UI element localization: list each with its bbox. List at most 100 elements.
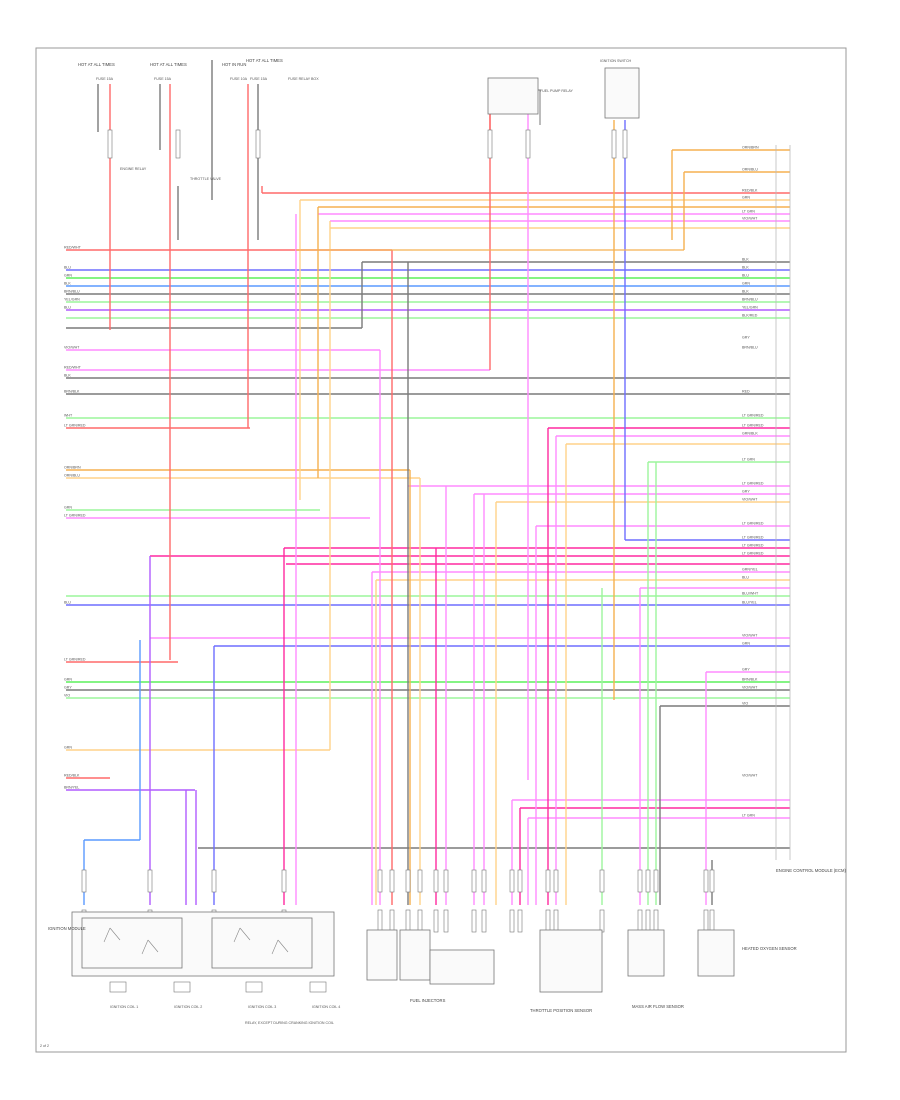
power-label: HOT AT ALL TIMES bbox=[246, 58, 283, 63]
right-wire-label: VIO/WHT bbox=[742, 498, 758, 502]
right-wire-label: RED/BLK bbox=[742, 189, 758, 193]
connector-pin bbox=[653, 869, 659, 893]
right-wire-label: ORN/BLU bbox=[742, 168, 758, 172]
connector-pin bbox=[175, 129, 181, 159]
right-wire-label: LT GRN/RED bbox=[742, 544, 764, 548]
wire-layer bbox=[66, 60, 790, 905]
component-label: IGNITION SWITCH bbox=[600, 59, 632, 63]
right-wire-label: VIO/WHT bbox=[742, 634, 758, 638]
right-wire-label: BLU bbox=[742, 576, 749, 580]
left-wire-label: GRY bbox=[64, 686, 72, 690]
right-wire-label: VIO/WHT bbox=[742, 217, 758, 221]
ignition-coil-connector bbox=[173, 981, 191, 993]
ignition-coil-connector bbox=[245, 981, 263, 993]
connector-pin bbox=[545, 869, 551, 893]
connector-pin bbox=[509, 869, 515, 893]
legend-note: RELAY, EXCEPT DURING CRANKING IGNITION C… bbox=[245, 1021, 334, 1025]
right-wire-label: LT GRN/RED bbox=[742, 482, 764, 486]
fuel-injector-bank bbox=[429, 949, 495, 985]
ignition-switch bbox=[604, 67, 640, 119]
right-wire-label: LT GRN/RED bbox=[742, 522, 764, 526]
connector-pin bbox=[637, 869, 643, 893]
component-layer bbox=[71, 67, 791, 993]
connector-pin bbox=[553, 909, 559, 933]
ignition-coil-connector bbox=[109, 981, 127, 993]
right-wire-label: GRY bbox=[742, 490, 750, 494]
ignition-coil-connector bbox=[309, 981, 327, 993]
right-wire-label: LT GRN/RED bbox=[742, 552, 764, 556]
heated-oxygen-sensor bbox=[697, 929, 735, 977]
connector-pin bbox=[611, 129, 617, 159]
left-wire-label: BLU bbox=[64, 306, 71, 310]
connector-pin bbox=[147, 869, 153, 893]
fuse-label: FUSE 10A bbox=[230, 77, 248, 81]
component-label: THROTTLE VALVE bbox=[190, 177, 222, 181]
connector-pin bbox=[637, 909, 643, 933]
component-label: ENGINE RELAY bbox=[120, 167, 147, 171]
left-wire-label: RED/WHT bbox=[64, 246, 82, 250]
connector-pin bbox=[443, 869, 449, 893]
left-wire-label: BRN/YEL bbox=[64, 786, 79, 790]
right-wire-label: BLU bbox=[742, 274, 749, 278]
left-wire-label: BLU bbox=[64, 601, 71, 605]
connector-pin bbox=[417, 869, 423, 893]
connector-pin bbox=[622, 129, 628, 159]
mass-air-flow-sensor bbox=[627, 929, 665, 977]
left-wire-label: RED/BLK bbox=[64, 774, 80, 778]
right-wire-label: BLK/RED bbox=[742, 314, 758, 318]
right-wire-label: YEL/GRN bbox=[742, 306, 758, 310]
connector-pin bbox=[211, 869, 217, 893]
fuel-pump-relay bbox=[487, 77, 539, 115]
left-wire-label: GRN bbox=[64, 678, 72, 682]
right-wire-label: VIO bbox=[742, 702, 748, 706]
maf-sensor-label: MASS AIR FLOW SENSOR bbox=[632, 1004, 684, 1009]
connector-pin bbox=[389, 909, 395, 933]
ignition-power-transistor-1 bbox=[81, 917, 183, 969]
connector-pin bbox=[599, 869, 605, 893]
transistor-symbol bbox=[233, 927, 251, 943]
power-label: HOT IN RUN bbox=[222, 62, 246, 67]
right-wire-label: BRN/BLK bbox=[742, 678, 758, 682]
right-wire-label: BRN/BLU bbox=[742, 298, 758, 302]
left-wire-label: ORN/BRN bbox=[64, 466, 81, 470]
right-wire-label: LT GRN/RED bbox=[742, 536, 764, 540]
connector-pin bbox=[433, 909, 439, 933]
connector-pin bbox=[517, 909, 523, 933]
throttle-sensor-label: THROTTLE POSITION SENSOR bbox=[530, 1008, 592, 1013]
right-wire-label: RED bbox=[742, 390, 750, 394]
right-wire-label: LT GRN/RED bbox=[742, 424, 764, 428]
power-label: HOT AT ALL TIMES bbox=[150, 62, 187, 67]
connector-pin bbox=[377, 869, 383, 893]
oxygen-sensor-label: HEATED OXYGEN SENSOR bbox=[742, 946, 797, 951]
right-wire-label: BLK bbox=[742, 290, 749, 294]
connector-pin bbox=[645, 869, 651, 893]
fuel-injector-2 bbox=[399, 929, 431, 981]
right-wire-label: BLK bbox=[742, 266, 749, 270]
left-wire-label: LT GRN/RED bbox=[64, 658, 86, 662]
ignition-coil-label: IGNITION COIL 3 bbox=[248, 1005, 276, 1009]
connector-pin bbox=[107, 129, 113, 159]
component-label: FUEL PUMP RELAY bbox=[540, 89, 573, 93]
connector-pin bbox=[471, 869, 477, 893]
connector-pin bbox=[281, 869, 287, 893]
left-wire-label: BLK bbox=[64, 374, 71, 378]
connector-pin bbox=[481, 869, 487, 893]
connector-pin bbox=[599, 909, 605, 933]
right-wire-label: GRN/YEL bbox=[742, 568, 758, 572]
left-wire-label: GRN bbox=[64, 274, 72, 278]
left-wire-label: BRN/BLU bbox=[64, 290, 80, 294]
ignition-coil-label: IGNITION COIL 4 bbox=[312, 1005, 340, 1009]
connector-pin bbox=[703, 869, 709, 893]
right-wire-label: GRN bbox=[742, 642, 750, 646]
connector-pin bbox=[471, 909, 477, 933]
left-wire-label: RED/WHT bbox=[64, 366, 82, 370]
connector-pin bbox=[417, 909, 423, 933]
left-wire-label: GRN bbox=[64, 746, 72, 750]
right-wire-label: BLU/YEL bbox=[742, 601, 757, 605]
left-wire-label: LT GRN/RED bbox=[64, 514, 86, 518]
ecm-label: ENGINE CONTROL MODULE (ECM) bbox=[776, 868, 846, 873]
right-wire-label: GRN bbox=[742, 196, 750, 200]
right-wire-label: LT GRN/RED bbox=[742, 414, 764, 418]
